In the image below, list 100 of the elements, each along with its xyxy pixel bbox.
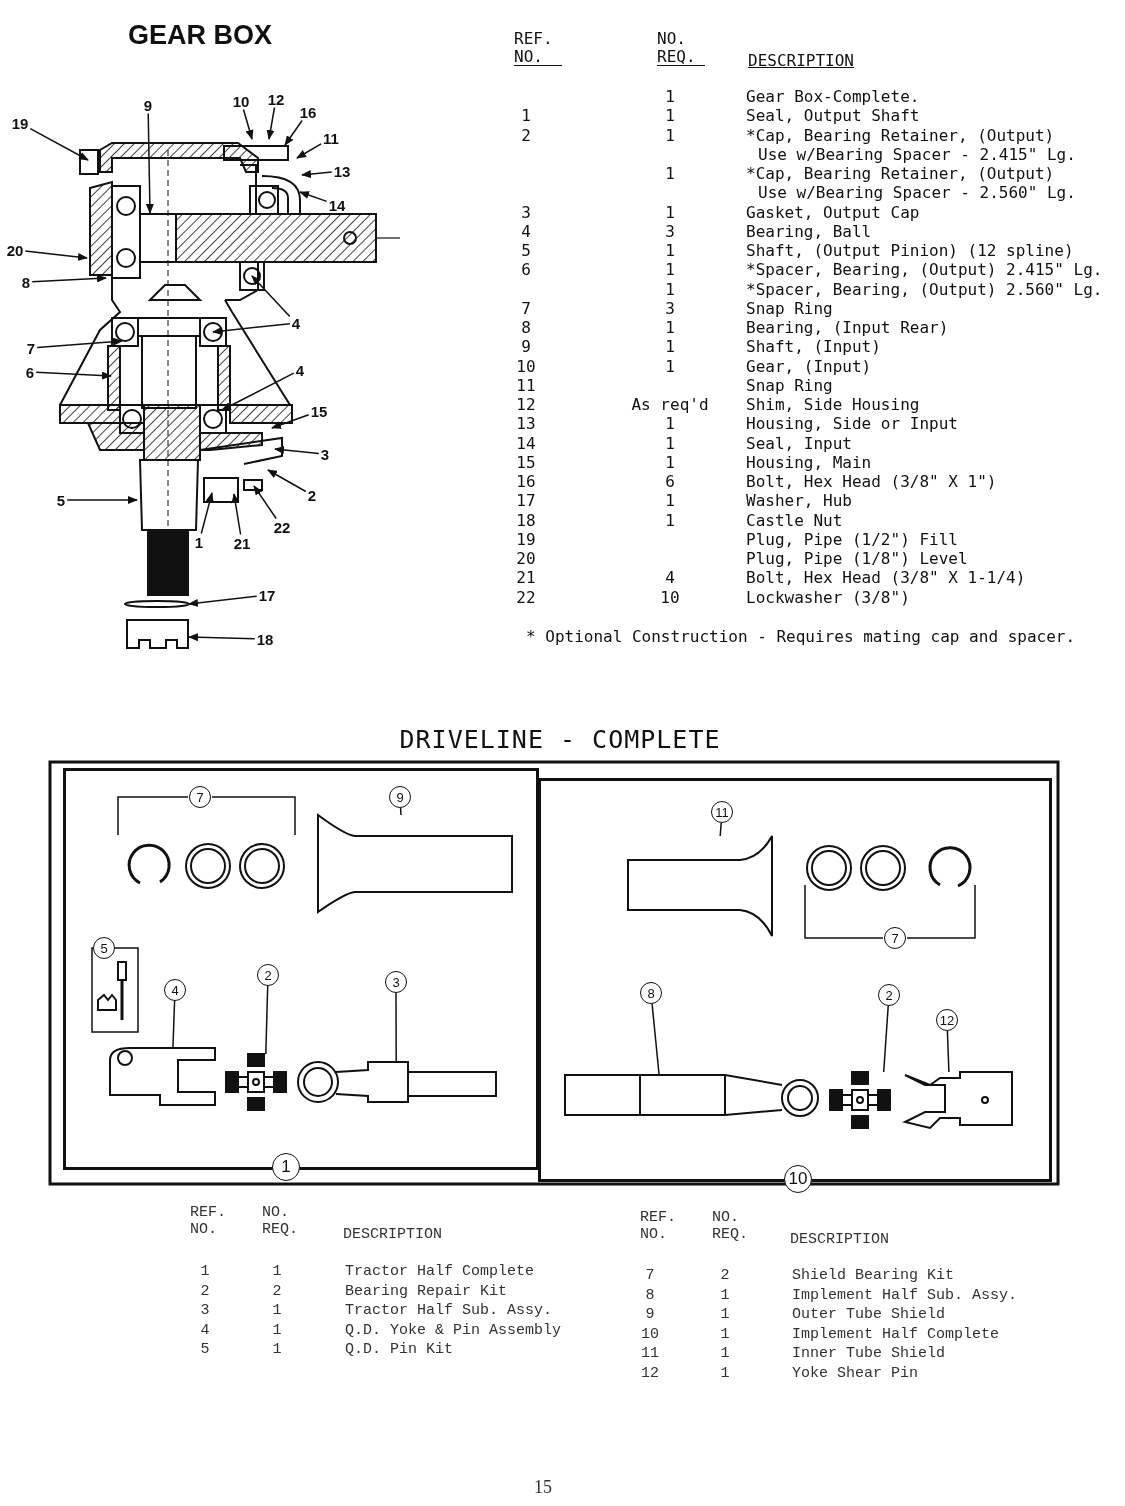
part-description: Seal, Input (746, 434, 852, 453)
callout-number: 20 (4, 241, 26, 259)
callout-number: 4 (293, 361, 307, 379)
ref-number: 11 (641, 1346, 659, 1363)
quantity: 4 (665, 569, 675, 587)
leader-arrow (299, 191, 328, 203)
quantity: 10 (660, 588, 680, 607)
yoke-drawing (902, 1071, 1013, 1130)
part-description: Snap Ring (746, 299, 833, 318)
leader-arrow (251, 275, 291, 318)
ref-number: 17 (516, 492, 536, 510)
part-description: Shaft, (Input) (746, 338, 881, 356)
leader-line (719, 822, 722, 837)
circled-callout-number: 11 (711, 801, 733, 823)
callout-number: 9 (141, 96, 155, 114)
leader-arrow (145, 112, 154, 214)
ref-number: 5 (200, 1342, 210, 1359)
quantity: 1 (720, 1326, 730, 1343)
quantity: 1 (665, 415, 675, 433)
ref-number: 12 (641, 1365, 659, 1382)
part-description: *Spacer, Bearing, (Output) 2.560" Lg. (746, 280, 1103, 299)
quantity: 1 (665, 338, 675, 356)
part-description: Bearing Repair Kit (345, 1283, 508, 1300)
ref-number: 6 (521, 261, 531, 279)
callout-number: 16 (297, 103, 319, 121)
quantity: 1 (665, 511, 675, 530)
quantity: 2 (720, 1268, 730, 1285)
page-title: GEAR BOX (128, 20, 273, 51)
ref-number: 12 (516, 396, 536, 414)
part-description: Implement Half Sub. Assy. (792, 1287, 1018, 1304)
ref-number: 22 (516, 588, 536, 607)
leader-arrow (274, 445, 320, 455)
ref-number: 18 (516, 511, 536, 530)
circled-callout-number: 9 (389, 786, 411, 808)
callout-number: 6 (23, 363, 37, 381)
part-description: Shield Bearing Kit (792, 1268, 955, 1285)
circled-callout-number: 1 (272, 1153, 300, 1181)
ref-number: 9 (645, 1307, 655, 1324)
part-description: Tractor Half Sub. Assy. (345, 1303, 553, 1320)
leader-arrow (242, 108, 254, 140)
page-number: 15 (534, 1478, 552, 1498)
quantity: 3 (665, 299, 675, 318)
part-description: Q.D. Pin Kit (345, 1342, 454, 1359)
leader-arrow (36, 337, 123, 349)
column-header: NO. REQ. (712, 1210, 749, 1243)
part-description: Bearing, (Input Rear) (746, 319, 949, 337)
column-header: DESCRIPTION (343, 1227, 443, 1244)
quantity: 1 (272, 1342, 282, 1359)
ref-number: 3 (521, 203, 531, 222)
callout-number: 19 (9, 114, 31, 132)
ref-number: 4 (200, 1322, 210, 1339)
part-description: Housing, Main (746, 453, 872, 472)
leader-arrow (24, 250, 88, 261)
part-description: Use w/Bearing Spacer - 2.560" Lg. (758, 184, 1076, 202)
ref-number: 1 (200, 1264, 210, 1281)
column-header: REF. NO. (190, 1205, 227, 1238)
circled-callout-number: 3 (385, 971, 407, 993)
leader-arrow (35, 371, 112, 380)
circled-callout-number: 12 (936, 1009, 958, 1031)
leader-arrow (301, 170, 333, 179)
callout-number: 22 (271, 518, 293, 536)
circled-callout-number: 7 (884, 927, 906, 949)
column-header: DESCRIPTION (748, 52, 854, 70)
quantity: 1 (665, 107, 675, 125)
part-description: Seal, Output Shaft (746, 107, 920, 125)
part-description: Implement Half Complete (792, 1326, 1000, 1343)
ref-number: 2 (200, 1283, 210, 1300)
quantity: 3 (665, 222, 675, 241)
callout-number: 7 (24, 339, 38, 357)
column-header: NO. REQ. (262, 1205, 299, 1238)
part-description: Washer, Hub (746, 492, 852, 510)
quantity: 1 (272, 1264, 282, 1281)
callout-number: 13 (331, 162, 353, 180)
ref-number: 16 (516, 473, 536, 491)
column-header: DESCRIPTION (790, 1232, 890, 1249)
ref-number: 11 (516, 376, 536, 395)
part-description: Castle Nut (746, 511, 843, 530)
part-description: Plug, Pipe (1/2") Fill (746, 530, 958, 549)
ref-number: 1 (521, 107, 531, 125)
quantity: 1 (665, 165, 675, 183)
callout-number: 14 (326, 196, 348, 214)
quantity: 1 (665, 319, 675, 337)
part-description: Yoke Shear Pin (792, 1365, 919, 1382)
quantity: 1 (272, 1303, 282, 1320)
part-description: *Cap, Bearing Retainer, (Output) (746, 165, 1055, 183)
ref-number: 14 (516, 434, 536, 453)
quantity: 6 (665, 473, 675, 491)
part-description: Gear Box-Complete. (746, 88, 920, 106)
leader-line (882, 1005, 889, 1073)
quantity: 1 (665, 261, 675, 279)
ref-number: 13 (516, 415, 536, 433)
quantity: 1 (665, 203, 675, 222)
callout-number: 10 (230, 92, 252, 110)
callout-number: 12 (265, 90, 287, 108)
quantity: 1 (272, 1322, 282, 1339)
yoke-drawing (109, 1047, 216, 1106)
part-description: Housing, Side or Input (746, 415, 958, 433)
ref-number: 4 (521, 222, 531, 241)
ref-number: 8 (521, 319, 531, 337)
leader-arrow (267, 469, 307, 493)
